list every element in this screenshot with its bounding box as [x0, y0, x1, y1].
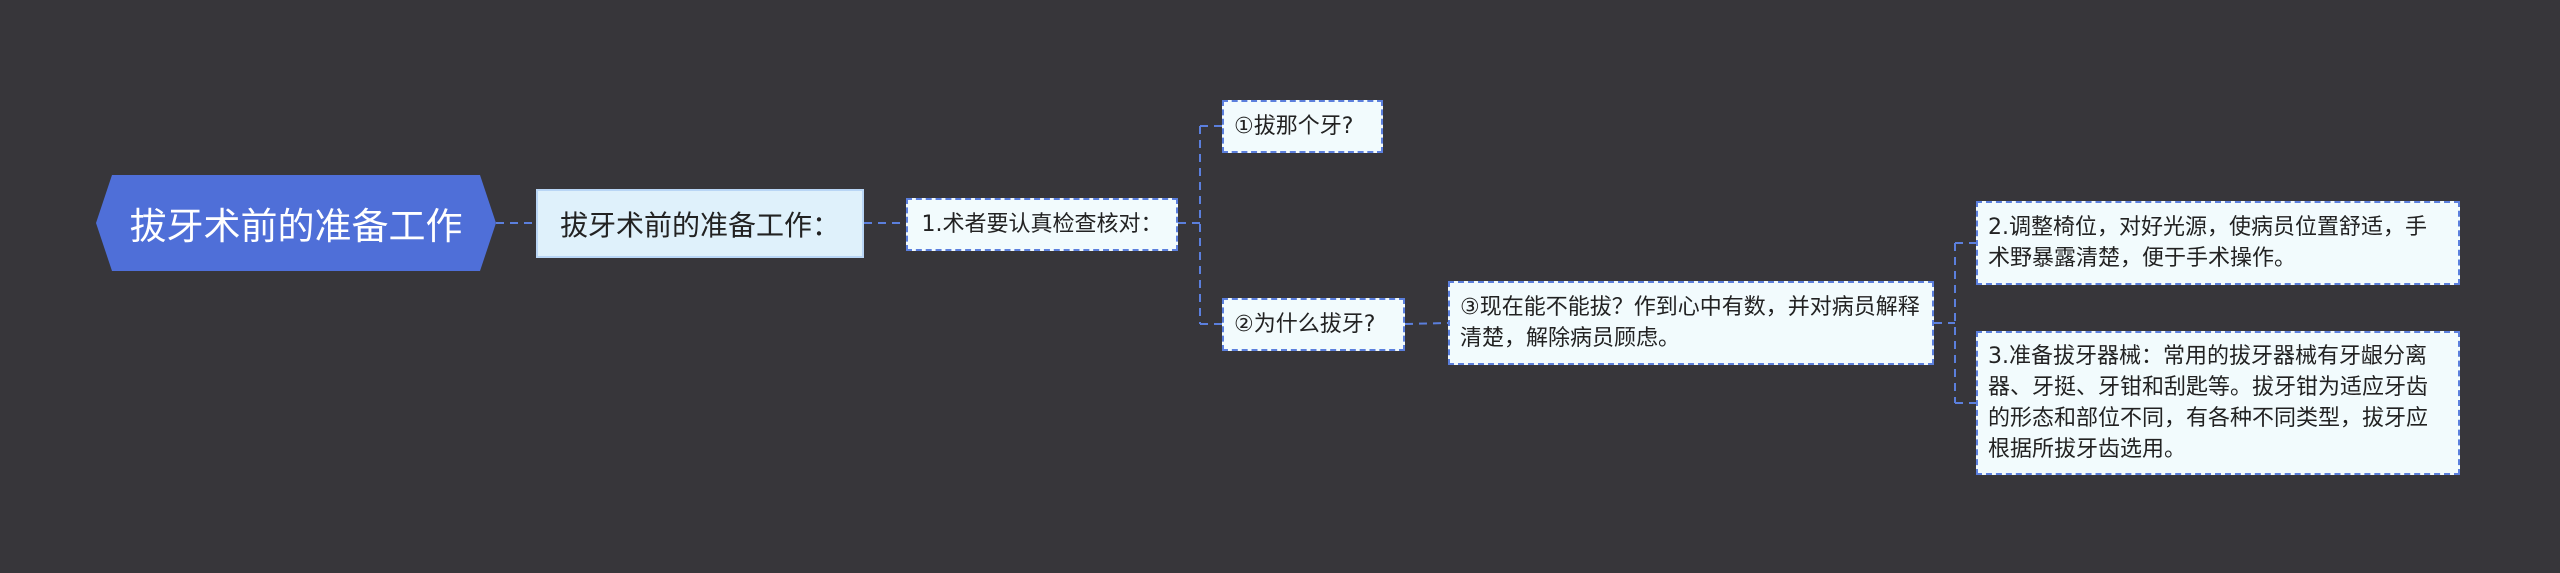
why-node[interactable]: ②为什么拔牙? — [1222, 298, 1405, 351]
why-label: ②为什么拔牙? — [1234, 312, 1376, 337]
adjust-chair-label: 2.调整椅位，对好光源，使病员位置舒适，手术野暴露清楚，便于手术操作。 — [1988, 215, 2427, 271]
level1-node[interactable]: 拔牙术前的准备工作： — [536, 189, 864, 258]
edge-why-canornot — [1404, 322, 1449, 325]
root-node[interactable]: 拔牙术前的准备工作 — [96, 175, 496, 271]
can-or-not-node[interactable]: ③现在能不能拔？作到心中有数，并对病员解释清楚，解除病员顾虑。 — [1448, 281, 1934, 365]
can-or-not-label: ③现在能不能拔？作到心中有数，并对病员解释清楚，解除病员顾虑。 — [1460, 295, 1920, 351]
instruments-node[interactable]: 3.准备拔牙器械：常用的拔牙器械有牙龈分离器、牙挺、牙钳和刮匙等。拔牙钳为适应牙… — [1976, 331, 2460, 475]
adjust-chair-node[interactable]: 2.调整椅位，对好光源，使病员位置舒适，手术野暴露清楚，便于手术操作。 — [1976, 201, 2460, 285]
check-label: 1.术者要认真检查核对： — [921, 212, 1163, 237]
root-label: 拔牙术前的准备工作 — [129, 205, 463, 248]
check-node[interactable]: 1.术者要认真检查核对： — [906, 198, 1178, 251]
which-tooth-node[interactable]: ①拔那个牙? — [1222, 100, 1383, 153]
which-tooth-label: ①拔那个牙? — [1234, 114, 1354, 139]
level1-label: 拔牙术前的准备工作： — [559, 208, 840, 242]
instruments-label: 3.准备拔牙器械：常用的拔牙器械有牙龈分离器、牙挺、牙钳和刮匙等。拔牙钳为适应牙… — [1988, 344, 2429, 462]
